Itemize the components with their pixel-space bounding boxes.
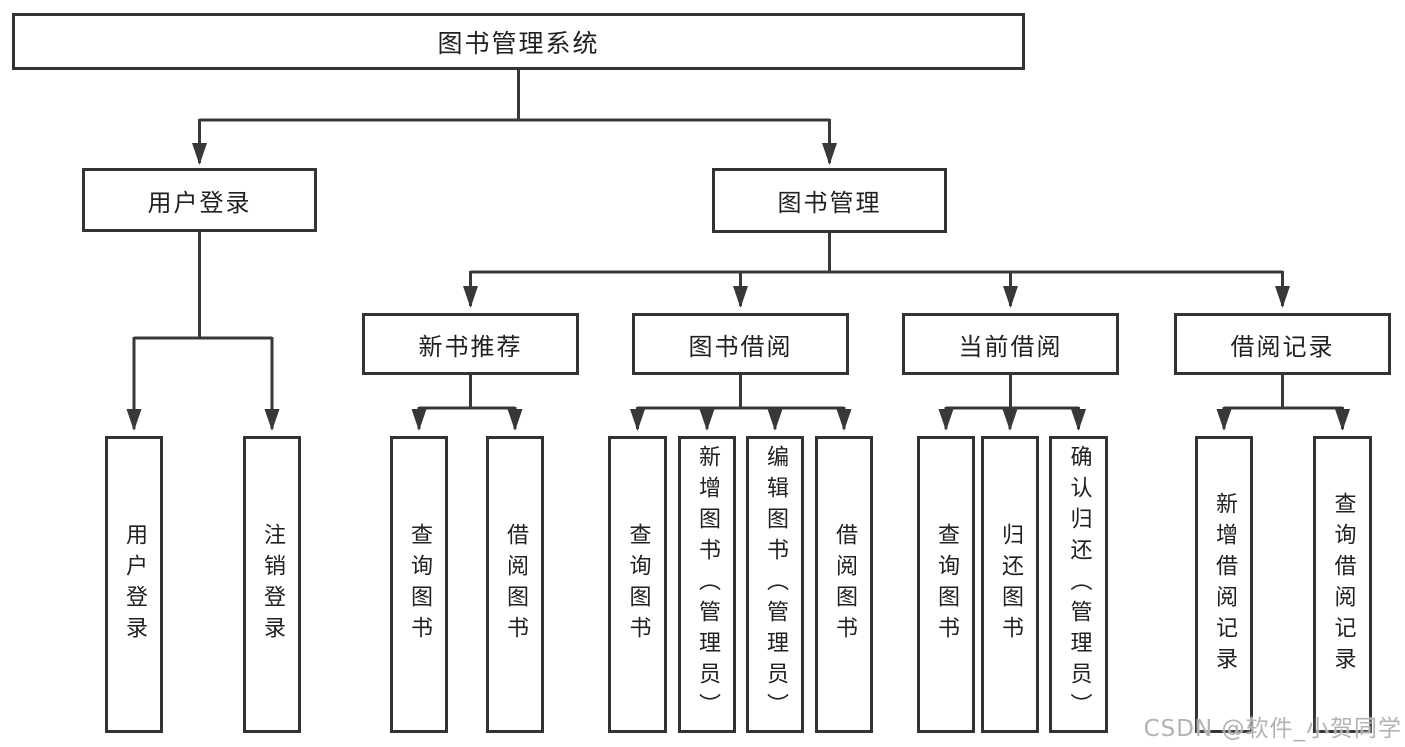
- node-label: 查询图书: [934, 522, 959, 647]
- leaf-borrow-books-recommend: 借阅图书: [486, 436, 544, 733]
- node-label: 查询借阅记录: [1330, 491, 1356, 678]
- leaf-return-books: 归还图书: [981, 436, 1039, 733]
- leaf-user-login: 用户登录: [105, 436, 163, 733]
- node-user-login: 用户登录: [82, 168, 317, 232]
- leaf-query-books-current: 查询图书: [917, 436, 975, 733]
- node-current-borrowing: 当前借阅: [902, 313, 1119, 375]
- node-label: 图书管理系统: [437, 28, 600, 58]
- node-borrowing-records: 借阅记录: [1174, 313, 1391, 375]
- node-label: 图书管理: [777, 189, 882, 217]
- leaf-query-borrow-record: 查询借阅记录: [1313, 436, 1372, 733]
- node-new-book-recommendation: 新书推荐: [362, 313, 579, 375]
- leaf-logout: 注销登录: [243, 436, 301, 733]
- node-label: 新增借阅记录: [1212, 491, 1237, 678]
- leaf-confirm-return-admin: 确认归还（管理员）: [1049, 436, 1108, 733]
- node-label: 用户登录: [122, 522, 147, 647]
- node-book-management: 图书管理: [712, 168, 947, 233]
- node-label: 注销登录: [260, 522, 285, 647]
- node-label: 查询图书: [625, 522, 651, 647]
- node-label: 确认归还（管理员）: [1066, 445, 1092, 724]
- leaf-add-borrow-record: 新增借阅记录: [1195, 436, 1253, 733]
- leaf-query-books-recommend: 查询图书: [390, 436, 448, 733]
- node-library-management-system: 图书管理系统: [12, 13, 1025, 70]
- node-label: 用户登录: [147, 188, 252, 217]
- node-label: 查询图书: [407, 522, 432, 647]
- leaf-query-books-borrowing: 查询图书: [608, 436, 667, 733]
- node-label: 新增图书（管理员）: [695, 445, 720, 724]
- node-label: 借阅记录: [1230, 332, 1335, 361]
- node-label: 编辑图书（管理员）: [763, 445, 788, 724]
- node-book-borrowing: 图书借阅: [632, 313, 849, 375]
- node-label: 图书借阅: [688, 332, 793, 361]
- csdn-watermark: CSDN @软件_小贺同学: [1143, 716, 1402, 742]
- node-label: 新书推荐: [418, 332, 523, 361]
- node-label: 借阅图书: [503, 522, 528, 647]
- leaf-add-books-admin: 新增图书（管理员）: [678, 436, 736, 733]
- node-label: 当前借阅: [958, 332, 1063, 361]
- leaf-borrow-books: 借阅图书: [815, 436, 873, 733]
- leaf-edit-books-admin: 编辑图书（管理员）: [746, 436, 804, 733]
- node-label: 借阅图书: [832, 522, 857, 647]
- node-label: 归还图书: [998, 522, 1023, 647]
